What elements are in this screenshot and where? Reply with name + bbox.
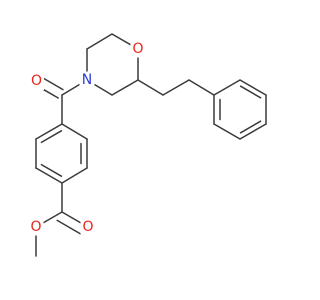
ester-ether-oxygen-label: O bbox=[30, 219, 41, 235]
ester-carbonyl-oxygen-label: O bbox=[82, 219, 93, 235]
bond-ester-c-o-2 bbox=[56, 219, 83, 236]
carbonyl-oxygen-label: O bbox=[31, 73, 42, 89]
bond-chain-c2-ch2a bbox=[137, 79, 164, 96]
chemical-structure-diagram: O N O O O bbox=[28, 33, 267, 257]
bond-layer bbox=[35, 33, 267, 257]
bond-benzene-4-5 bbox=[35, 167, 63, 184]
bond-phenyl-4-5 bbox=[239, 123, 267, 140]
bond-chain-ch2b-phenyl bbox=[188, 79, 215, 96]
bond-benzene-inner-3 bbox=[40, 130, 63, 144]
morpholine-oxygen-label: O bbox=[132, 41, 143, 57]
bond-phenyl-inner-1 bbox=[239, 85, 262, 99]
bond-phenyl-inner-2 bbox=[239, 120, 262, 134]
bond-benzene-inner-2 bbox=[40, 163, 63, 177]
bond-phenyl-1-2 bbox=[213, 79, 241, 96]
bond-phenyl-5-6 bbox=[213, 123, 241, 140]
bond-morpholine-c3-c4 bbox=[86, 33, 113, 50]
bond-morpholine-c2-c1 bbox=[111, 79, 139, 96]
atom-label-layer: O N O O O bbox=[28, 40, 146, 236]
bond-benzene-3-4 bbox=[61, 167, 88, 184]
morpholine-nitrogen-label: N bbox=[82, 72, 92, 88]
bond-carbonyl-c-o-2 bbox=[42, 77, 64, 91]
bond-benzene-1-2 bbox=[61, 123, 88, 140]
bond-benzene-6-1 bbox=[35, 123, 63, 140]
bond-phenyl-2-3 bbox=[239, 79, 267, 96]
bond-chain-ch2a-ch2b bbox=[162, 79, 190, 96]
